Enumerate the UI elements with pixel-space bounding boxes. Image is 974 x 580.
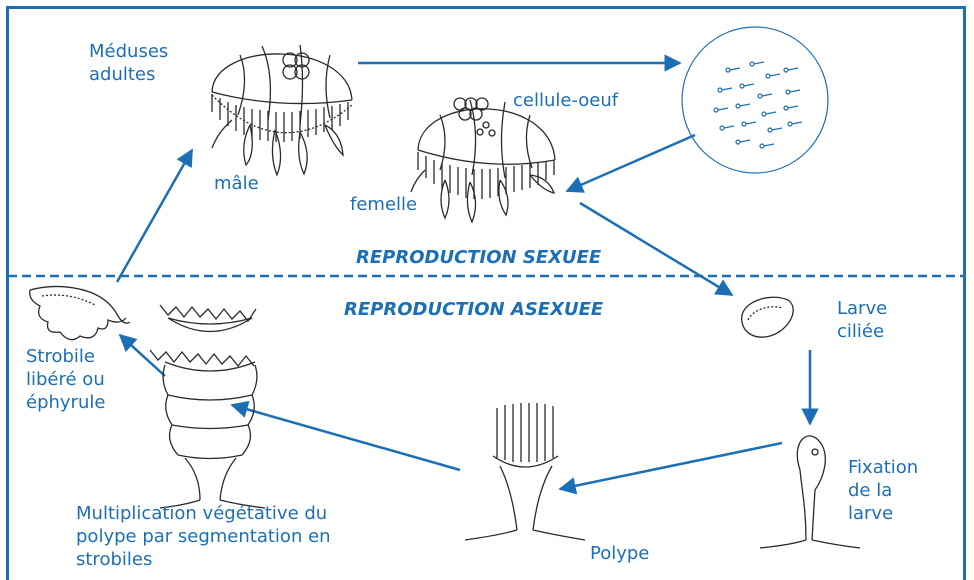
asexual-reproduction-heading: REPRODUCTION ASEXUEE <box>344 299 603 320</box>
arrow-fixation-to-polyp <box>560 443 782 489</box>
arrow-polyp-to-strobila <box>232 405 460 470</box>
egg-cell-label: cellule-oeuf <box>513 89 618 112</box>
larva-drawing <box>742 297 794 337</box>
polyp-label: Polype <box>590 542 649 565</box>
polyp-drawing <box>465 403 585 540</box>
female-label: femelle <box>350 193 417 216</box>
arrow-strobila-to-ephyra <box>120 335 165 376</box>
released-strobile-label: Strobile libéré ou éphyrule <box>26 345 105 414</box>
arrow-female-to-larva <box>580 203 732 295</box>
larva-fixation-label: Fixation de la larve <box>848 456 918 525</box>
sexual-reproduction-heading: REPRODUCTION SEXUEE <box>356 247 601 268</box>
ciliated-larva-label: Larve ciliée <box>837 297 887 343</box>
strobilation-label: Multiplication végétative du polype par … <box>76 502 331 571</box>
male-label: mâle <box>214 172 259 195</box>
adult-medusae-label: Méduses adultes <box>89 40 168 86</box>
sperm-circle-drawing <box>682 27 828 173</box>
strobila-drawing <box>150 305 265 508</box>
male-medusa-drawing <box>212 45 352 175</box>
arrow-sperm-to-female <box>567 135 695 191</box>
arrow-ephyra-to-male <box>117 150 192 282</box>
female-medusa-drawing <box>411 98 555 222</box>
ephyra-drawing <box>30 286 130 339</box>
fixed-larva-drawing <box>760 436 860 548</box>
